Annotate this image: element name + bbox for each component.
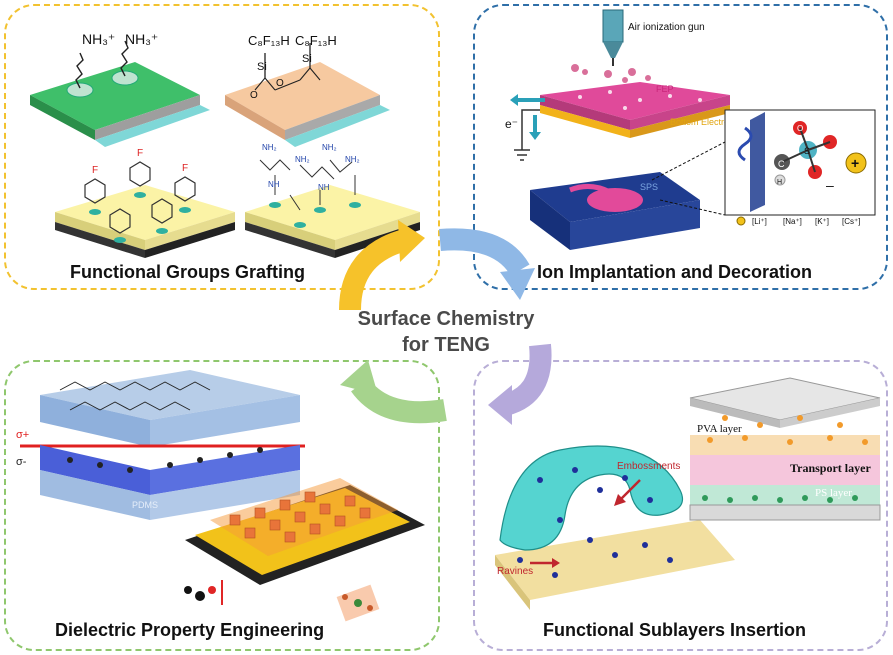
- ion-cs: [Cs⁺]: [842, 217, 860, 226]
- transport-layer-label: Transport layer: [790, 461, 871, 475]
- nh2-label-3: NH₂: [295, 155, 310, 164]
- amine-label-2: NH₃⁺: [125, 31, 158, 47]
- ionization-gun-icon: [602, 9, 624, 66]
- nh2-label-1: NH₂: [262, 143, 277, 152]
- panel-dielectric-property: [4, 360, 440, 651]
- c-label: C: [778, 159, 785, 169]
- amine-label-1: NH₃⁺: [82, 31, 115, 47]
- lattice-icon: [336, 584, 380, 622]
- nh-label-2: NH: [318, 183, 330, 192]
- title-functional-sublayers: Functional Sublayers Insertion: [543, 620, 807, 640]
- dipole-icon: [184, 580, 223, 605]
- h-label: H: [777, 179, 782, 186]
- ion-li: [Li⁺]: [752, 217, 767, 226]
- title-dielectric-property: Dielectric Property Engineering: [55, 620, 325, 640]
- ps-layer-label: PS layer: [815, 487, 852, 499]
- panel-functional-sublayers: [473, 360, 888, 651]
- f-label-2: F: [137, 148, 143, 159]
- panel-functional-groups-grafting: [4, 4, 440, 290]
- ground-circuit: [514, 109, 540, 161]
- electron-label: e⁻: [505, 117, 518, 131]
- pdms-stack: [20, 370, 305, 520]
- o-label-ion: O: [797, 124, 803, 133]
- sigma-plus-label: σ+: [16, 429, 29, 441]
- air-ions: [571, 64, 651, 83]
- ravines-label: Ravines: [497, 566, 533, 577]
- arrow-blue-icon: [439, 228, 530, 277]
- fluoro-label-1: C₈F₁₃H: [248, 33, 290, 48]
- sps-label: SPS: [640, 182, 658, 192]
- ion-na: [Na⁺]: [783, 217, 802, 226]
- pva-layer-label: PVA layer: [697, 423, 742, 435]
- s-label: S: [804, 146, 810, 156]
- title-functional-groups-grafting: Functional Groups Grafting: [70, 262, 305, 282]
- si-label-2: Si: [302, 53, 312, 65]
- embossment-device: [495, 445, 735, 610]
- nh2-label-4: NH₂: [345, 155, 360, 164]
- center-title-line1: Surface Chemistry: [357, 308, 535, 330]
- plus-label: +: [851, 155, 859, 171]
- o-label-1: O: [276, 78, 284, 89]
- center-title-line2: for TENG: [402, 334, 490, 356]
- nanocube-device: [185, 478, 425, 585]
- f-label-1: F: [92, 165, 98, 176]
- fep-slab: [540, 82, 730, 138]
- arrow-yellow-icon: [339, 229, 409, 311]
- nh2-label-2: NH₂: [322, 143, 337, 152]
- fluoro-label-2: C₈F₁₃H: [295, 33, 337, 48]
- panel-ion-implantation: [473, 4, 888, 290]
- f-label-3: F: [182, 163, 188, 174]
- fluorobenzene-slab: [55, 161, 235, 258]
- silane-slab: [225, 43, 390, 147]
- minus-label: –: [826, 177, 834, 193]
- arrow-lavender-icon: [501, 343, 552, 416]
- embossments-label: Embossments: [617, 461, 680, 472]
- gun-label: Air ionization gun: [628, 22, 705, 33]
- nh-label-1: NH: [268, 180, 280, 189]
- ion-legend-dot: [736, 216, 746, 226]
- layer-stack-device: [689, 377, 881, 521]
- pdms-label: PDMS: [132, 500, 158, 510]
- ion-k: [K⁺]: [815, 217, 829, 226]
- title-ion-implantation: Ion Implantation and Decoration: [537, 262, 813, 282]
- sigma-minus-label: σ-: [16, 456, 27, 468]
- o-label-2: O: [250, 90, 258, 101]
- sps-block: [530, 172, 700, 250]
- amine-slab: [30, 40, 210, 147]
- fep-label: FEP: [656, 84, 674, 94]
- center-title: Surface Chemistry for TENG: [336, 306, 556, 358]
- si-label-1: Si: [257, 61, 267, 73]
- embossments-arrow-icon: [619, 479, 641, 501]
- bottom-electrode-label: Bottom Electrode: [670, 117, 739, 127]
